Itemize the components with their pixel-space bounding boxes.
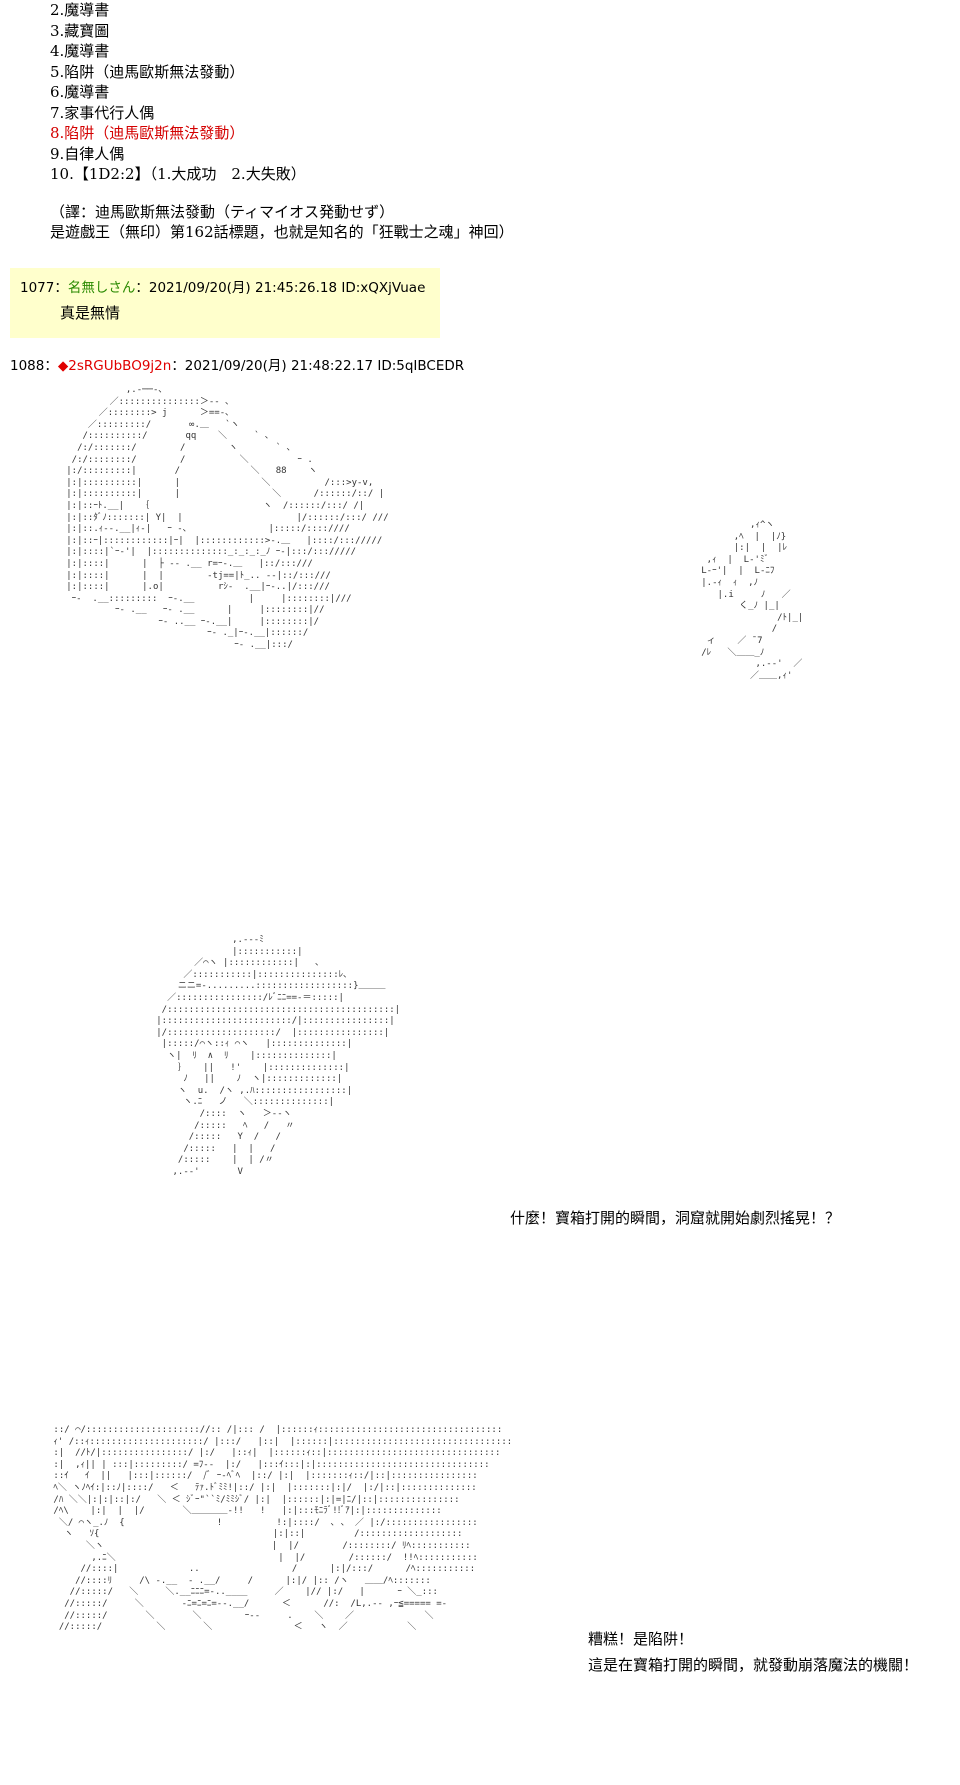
- list-item: 2.魔導書: [50, 1, 110, 19]
- post-number[interactable]: 1077: [20, 280, 55, 296]
- list-item: 7.家事代行人偶: [50, 103, 155, 122]
- list-item: 9.自律人偶: [50, 144, 125, 163]
- girl-art: ,.-‐-ﾐ |:::::::::::| ／⌒ヽ |::::::::::::| …: [156, 935, 401, 1177]
- treasure-chest-art: ,.-──-､ ／:::::::::::::::＞‐- ､ ／::::::::>…: [66, 385, 389, 651]
- post-1077-header: 1077：名無しさん：2021/09/20(月) 21:45:26.18 ID:…: [20, 276, 425, 296]
- post-1088-header: 1088：◆2sRGUbBO9j2n：2021/09/20(月) 21:48:2…: [10, 354, 464, 374]
- note-line-2: 是遊戲王（無印）第162話標題，也就是知名的「狂戰士之魂」神回）: [50, 223, 514, 241]
- caption-trap: 糟糕！是陷阱！: [588, 1630, 694, 1648]
- list-item: 5.陷阱（迪馬歐斯無法發動）: [50, 62, 245, 81]
- item-list: 2.魔導書 3.藏寶圖 4.魔導書 5.陷阱（迪馬歐斯無法發動） 6.魔導書 7.家事代行…: [50, 0, 306, 185]
- post-1077: 1077：名無しさん：2021/09/20(月) 21:45:26.18 ID:…: [10, 268, 440, 338]
- list-item: 4.魔導書: [50, 42, 110, 60]
- post-1077-body: 真是無情: [60, 304, 121, 322]
- caption-shaking: 什麼！寶箱打開的瞬間，洞窟就開始劇烈搖晃！？: [510, 1209, 841, 1227]
- rumble-sfx-art: ,ｨ^ヽ ,ﾍ | |ﾉ} |:| | |ﾚ ,ｨ | L-'ﾐﾞ L-ｰ'| …: [701, 520, 804, 681]
- face-closeup-art: ::/ ⌒/::::::::::::::::::::://:: /|::: / …: [53, 1425, 513, 1633]
- note-line-1: （譯：迪馬歐斯無法發動（ティマイオス発動せず）: [50, 203, 395, 221]
- post-meta: ：2021/09/20(月) 21:48:22.17 ID:5qIBCEDR: [171, 358, 465, 374]
- post-number[interactable]: 1088: [10, 358, 45, 374]
- caption-mechanism: 這是在寶箱打開的瞬間，就發動崩落魔法的機關！: [588, 1656, 919, 1674]
- poster-name: 名無しさん: [67, 280, 136, 296]
- list-item: 8.陷阱（迪馬歐斯無法發動）: [50, 124, 245, 142]
- list-item: 6.魔導書: [50, 83, 110, 101]
- poster-trip: 2sRGUbBO9j2n: [68, 358, 172, 374]
- translation-note: （譯：迪馬歐斯無法發動（ティマイオス発動せず） 是遊戲王（無印）第162話標題，…: [50, 202, 514, 242]
- post-separator: ：: [44, 358, 58, 374]
- list-item: 3.藏寶圖: [50, 21, 110, 40]
- trip-diamond-icon: ◆: [57, 358, 69, 374]
- post-meta: ：2021/09/20(月) 21:45:26.18 ID:xQXjVuae: [135, 280, 426, 296]
- list-item: 10.【1D2:2】（1.大成功 2.大失敗）: [50, 165, 306, 183]
- post-separator: ：: [54, 280, 68, 296]
